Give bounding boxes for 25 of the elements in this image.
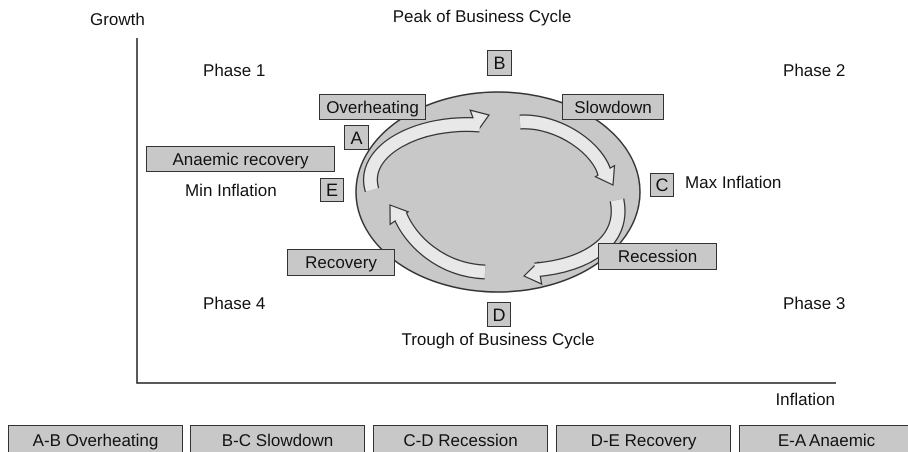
label-box: A — [344, 125, 369, 150]
axis-label: Phase 4 — [203, 294, 266, 314]
label-box: E-A Anaemic — [739, 425, 908, 452]
label-box: C — [650, 173, 674, 197]
label-box: Overheating — [319, 94, 426, 120]
axis-label: Phase 2 — [783, 61, 846, 82]
axis-label: Trough of Business Cycle — [400, 330, 596, 350]
label-box: Anaemic recovery — [146, 146, 335, 172]
axis-label: Max Inflation — [685, 173, 782, 194]
label-box: Recession — [598, 243, 717, 270]
axis-label: Min Inflation — [185, 181, 277, 202]
axis-label: Inflation — [774, 390, 835, 410]
label-box: Recovery — [287, 249, 395, 276]
label-box: A-B Overheating — [8, 425, 183, 452]
label-box: E — [320, 178, 344, 202]
axis-label: Phase 3 — [783, 294, 846, 314]
axis-label: Peak of Business Cycle — [392, 7, 572, 28]
axis-label: Growth — [90, 10, 145, 30]
label-box: C-D Recession — [373, 425, 548, 452]
label-box: B-C Slowdown — [190, 425, 365, 452]
label-box: D — [487, 302, 511, 327]
label-box: D-E Recovery — [556, 425, 731, 452]
label-box: Slowdown — [562, 94, 664, 120]
axis-label: Phase 1 — [203, 61, 266, 82]
label-box: B — [487, 50, 512, 76]
